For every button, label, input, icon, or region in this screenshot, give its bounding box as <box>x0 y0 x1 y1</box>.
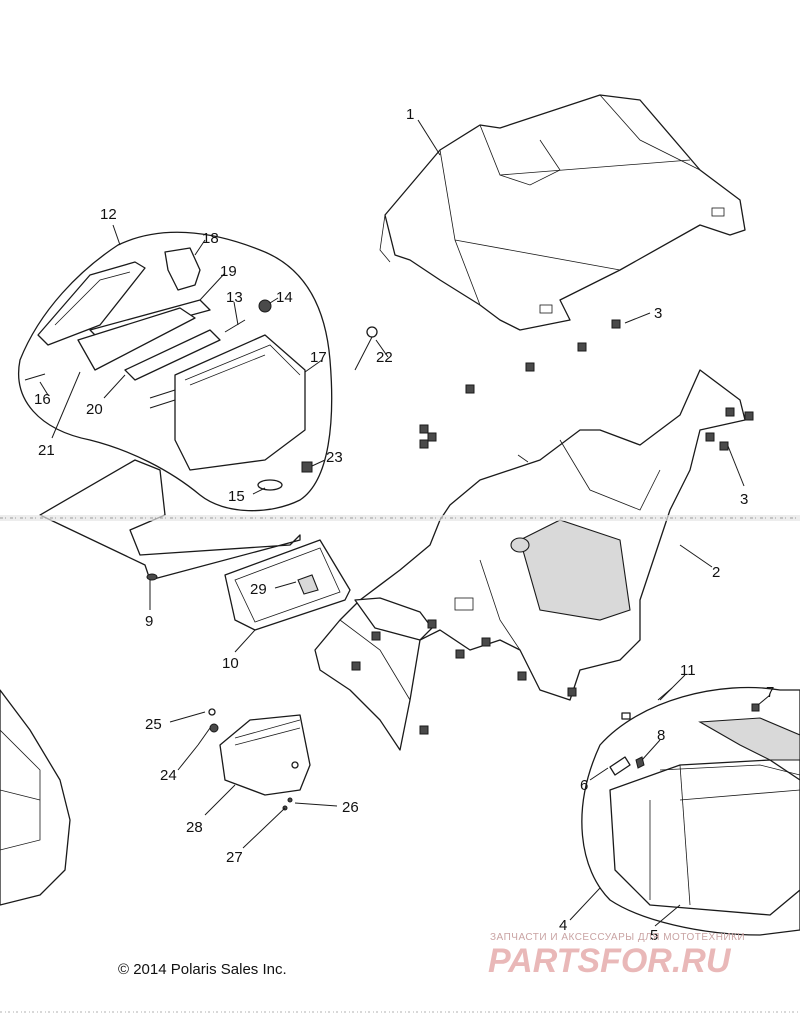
glovebox-assembly-group <box>18 231 333 512</box>
part-2-dash-lower-panel <box>314 369 746 751</box>
callout-6: 6 <box>580 777 588 794</box>
callout-8: 8 <box>657 727 665 744</box>
callout-11: 11 <box>680 662 696 679</box>
callout-27: 27 <box>226 849 243 866</box>
callout-4: 4 <box>559 917 567 934</box>
callout-23: 23 <box>326 449 343 466</box>
callout-9: 9 <box>145 613 153 630</box>
callout-3-lower: 3 <box>740 491 748 508</box>
left-edge-part <box>0 689 71 906</box>
watermark-logo: PARTSFOR.RU <box>488 942 732 980</box>
callout-20: 20 <box>86 401 103 418</box>
callout-22: 22 <box>376 349 393 366</box>
callout-14: 14 <box>276 289 293 306</box>
callout-13: 13 <box>226 289 243 306</box>
callout-28: 28 <box>186 819 203 836</box>
part-28-module <box>197 708 311 811</box>
callout-18: 18 <box>202 230 219 247</box>
watermark-caption: ЗАПЧАСТИ И АКСЕССУАРЫ ДЛЯ МОТОТЕХНИКИ <box>490 932 745 943</box>
callout-7: 7 <box>766 684 774 701</box>
callout-25: 25 <box>145 716 162 733</box>
callout-15: 15 <box>228 488 245 505</box>
part-9-10-panel <box>39 459 351 631</box>
callout-26: 26 <box>342 799 359 816</box>
callout-29: 29 <box>250 581 267 598</box>
callout-17: 17 <box>310 349 327 366</box>
callout-3-upper: 3 <box>654 305 662 322</box>
callout-12: 12 <box>100 206 117 223</box>
callout-21: 21 <box>38 442 55 459</box>
callout-10: 10 <box>222 655 239 672</box>
leader-lines <box>39 119 771 927</box>
callout-2: 2 <box>712 564 720 581</box>
fastener-clips-3 <box>351 319 754 735</box>
copyright-notice: © 2014 Polaris Sales Inc. <box>118 961 287 978</box>
callout-1: 1 <box>406 106 414 123</box>
callout-labels: 1 3 3 2 4 5 6 7 8 9 10 11 12 13 14 15 16… <box>34 106 774 944</box>
part-22-clip <box>354 326 378 371</box>
watermark: ЗАПЧАСТИ И АКСЕССУАРЫ ДЛЯ МОТОТЕХНИКИ PA… <box>488 932 745 980</box>
scan-noise-band <box>0 515 800 1013</box>
callout-5: 5 <box>650 927 658 944</box>
callout-16: 16 <box>34 391 51 408</box>
callout-24: 24 <box>160 767 177 784</box>
part-1-dash-upper-panel <box>379 94 746 331</box>
part-4-5-storage-box <box>581 686 800 936</box>
callout-19: 19 <box>220 263 237 280</box>
